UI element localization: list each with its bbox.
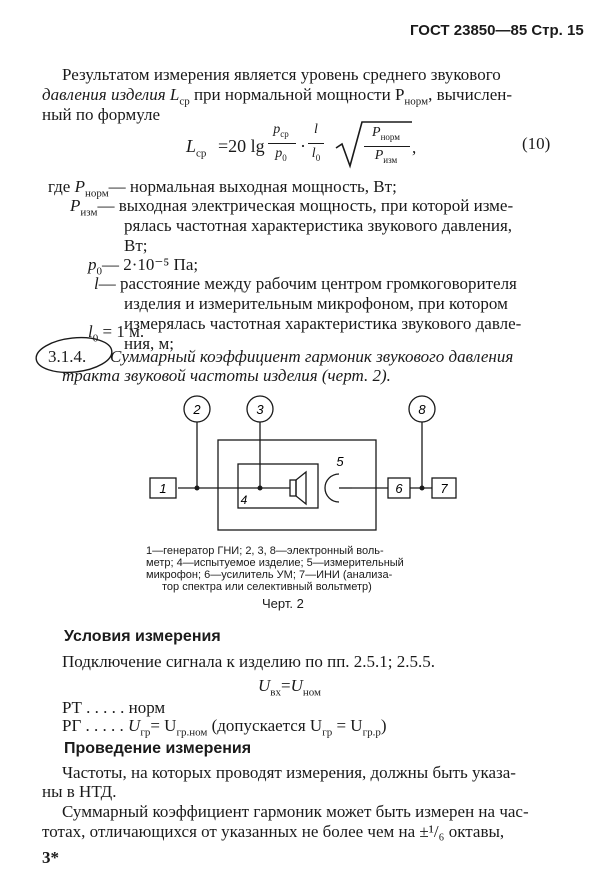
conditions-line-1: Подключение сигнала к изделию по пп. 2.5… [62,652,436,671]
diagram-label-5: 5 [336,454,344,469]
voltmeter-3 [246,395,274,423]
formula-eq: =20 lg [218,136,265,156]
conditions-heading: Условия измерения [64,628,221,645]
procedure-line-2: ны в НТД. [42,782,117,801]
conditions-equation: Uвх=Uном [258,676,321,699]
procedure-heading: Проведение измерения [64,740,252,757]
diagram-label-6: 6 [395,481,403,496]
section-line-2: тракта звуковой частоты изделия (черт. 2… [62,366,391,385]
formula-dot: · [300,136,306,156]
page-footer-number: 3* [42,848,59,867]
formula-sqrt-den: Pизм [374,148,398,165]
formula-comma: , [412,138,417,157]
intro-line-1: Результатом измерения является уровень с… [62,65,501,84]
formula-den1: p0 [275,146,287,163]
intro-line-3: ный по формуле [42,105,161,124]
formula-fracline-1 [268,143,296,144]
voltmeter-8 [408,395,436,423]
page-header: ГОСТ 23850—85 Стр. 15 [410,22,584,39]
legend-line-2: метр; 4—испытуемое изделие; 5—измеритель… [146,557,404,569]
diagram-label-7: 7 [440,481,448,496]
formula-sqrt-num: Pнорм [372,125,400,142]
diagram-label-4: 4 [241,493,248,507]
diagram-label-1: 1 [159,481,166,496]
def-line: Pизм— выходная электрическая мощность, п… [70,196,514,219]
def-line: измерялась частотная характеристика звук… [124,314,522,333]
pt-line: PT . . . . . норм [62,698,166,717]
pg-line: PГ . . . . . Uгр= Uгр.ном (допускается U… [62,716,387,739]
formula-lhs: Lср [186,136,207,160]
def-line: l0 = 1 м. [88,322,145,345]
procedure-line-3: Суммарный коэффициент гармоник может быт… [62,802,529,821]
measurement-circuit-diagram: 1 2 3 4 5 6 7 8 [149,395,457,531]
legend-line-1: 1—генератор ГНИ; 2, 3, 8—электронный вол… [146,545,384,557]
section-line-1: Суммарный коэффициент гармоник звукового… [110,347,514,366]
voltmeter-2 [183,395,211,423]
def-line: p0— 2·10⁻⁵ Па; [88,255,199,278]
intro-line-2: давления изделия Lср при нормальной мощн… [42,85,513,108]
sqrt-symbol [335,121,412,169]
def-line: изделия и измерительным микрофоном, при … [124,294,508,313]
formula-number: (10) [522,134,551,153]
def-line: где Pнорм— нормальная выходная мощность,… [48,177,397,200]
formula-fracline-2 [308,143,324,144]
junction-dot [419,485,425,491]
formula-den2: l0 [311,146,321,163]
section-number: 3.1.4. [48,347,87,366]
def-line: Вт; [124,236,148,255]
procedure-line-4: тотах, отличающихся от указанных не боле… [42,822,505,841]
formula-fracline-3 [364,146,410,147]
junction-dot [257,485,263,491]
def-line: l— расстояние между рабочим центром гром… [94,274,517,293]
diagram-label-8: 8 [418,402,426,417]
figure-caption: Черт. 2 [262,596,304,611]
formula-num1: pср [273,122,289,139]
junction-dot [194,485,200,491]
section-circle-mark [35,336,113,374]
legend-line-4: тор спектра или селективный вольтметр) [162,581,372,593]
def-line: ния, м; [124,334,174,353]
block-6 [387,477,411,499]
def-line: рялась частотная характеристика звуковог… [124,216,513,235]
procedure-line-1: Частоты, на которых проводят измерения, … [62,763,516,782]
legend-line-3: микрофон; 6—усилитель УМ; 7—ИНИ (анализа… [146,569,393,581]
formula-num2: l [314,122,318,137]
diagram-label-3: 3 [256,402,264,417]
product-outer-box [217,439,377,531]
diagram-label-2: 2 [192,402,201,417]
block-1 [149,477,177,499]
product-inner-box [237,463,319,509]
block-7 [431,477,457,499]
